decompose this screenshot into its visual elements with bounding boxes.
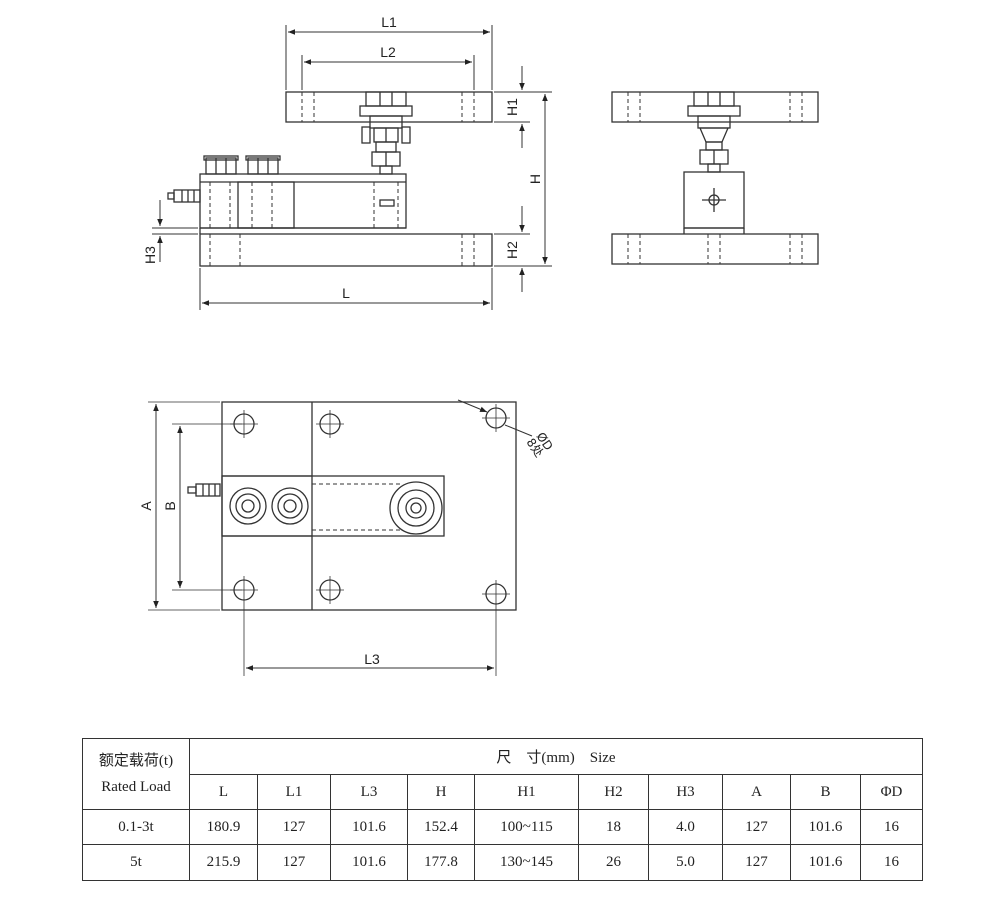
label-H: H [527, 174, 543, 184]
table-row: 0.1-3t 180.9 127 101.6 152.4 100~115 18 … [82, 809, 923, 845]
rated-load-header: 额定载荷(t) Rated Load [82, 738, 190, 810]
base-plate [199, 233, 493, 267]
table-cell: 127 [722, 844, 791, 881]
label-H1: H1 [504, 98, 520, 116]
table-cell: 180.9 [189, 809, 258, 845]
top-view-load-cell [221, 475, 445, 537]
column-header: A [722, 774, 791, 810]
cable-gland [167, 189, 201, 203]
side-view [611, 91, 819, 265]
table-cell: 215.9 [189, 844, 258, 881]
column-header-row: L L1 L3 H H1 H2 H3 A B ΦD [83, 774, 923, 810]
load-cell: 5t [82, 844, 190, 881]
column-header: H [407, 774, 475, 810]
table-cell: 127 [257, 844, 331, 881]
top-plate [285, 91, 493, 123]
table-cell: 16 [860, 809, 923, 845]
front-view [167, 91, 493, 267]
table-cell: 4.0 [648, 809, 723, 845]
table-cell: 100~115 [474, 809, 579, 845]
table-cell: 152.4 [407, 809, 475, 845]
table-row: 5t 215.9 127 101.6 177.8 130~145 26 5.0 … [82, 844, 923, 881]
table-cell: 101.6 [330, 844, 408, 881]
table-cell: 18 [578, 809, 649, 845]
column-header: L3 [330, 774, 408, 810]
column-header: L [189, 774, 258, 810]
table-cell: 26 [578, 844, 649, 881]
label-L3: L3 [364, 651, 380, 667]
column-header: H2 [578, 774, 649, 810]
table-cell: 16 [860, 844, 923, 881]
table-cell: 101.6 [330, 809, 408, 845]
top-view-dimensions [148, 399, 533, 676]
label-H3: H3 [142, 246, 158, 264]
rated-load-en: Rated Load [101, 779, 171, 795]
top-bolt-head [365, 91, 407, 107]
label-H2: H2 [504, 241, 520, 259]
front-view-dimensions [152, 25, 552, 310]
table-cell: 5.0 [648, 844, 723, 881]
top-view [187, 401, 517, 611]
table-cell: 101.6 [790, 809, 861, 845]
size-header: 尺 寸(mm) Size [189, 738, 923, 775]
column-header: L1 [257, 774, 331, 810]
mounting-assembly-drawing: L1 L2 L H1 H H2 H3 [138, 14, 819, 676]
mounting-holes [233, 407, 507, 605]
label-A: A [138, 501, 154, 511]
label-B: B [162, 501, 178, 510]
spec-table: 额定载荷(t) Rated Load 尺 寸(mm) Size L L1 L3 … [82, 738, 923, 881]
column-header: ΦD [860, 774, 923, 810]
table-cell: 127 [257, 809, 331, 845]
cell-bolts [229, 481, 443, 535]
label-L1: L1 [381, 14, 397, 30]
table-cell: 127 [722, 809, 791, 845]
column-header: H3 [648, 774, 723, 810]
table-cell: 130~145 [474, 844, 579, 881]
column-header: H1 [474, 774, 579, 810]
label-L: L [342, 285, 350, 301]
label-L2: L2 [380, 44, 396, 60]
table-cell: 177.8 [407, 844, 475, 881]
column-header: B [790, 774, 861, 810]
table-cell: 101.6 [790, 844, 861, 881]
load-cell: 0.1-3t [82, 809, 190, 845]
rated-load-cn: 额定载荷(t) [98, 753, 174, 769]
